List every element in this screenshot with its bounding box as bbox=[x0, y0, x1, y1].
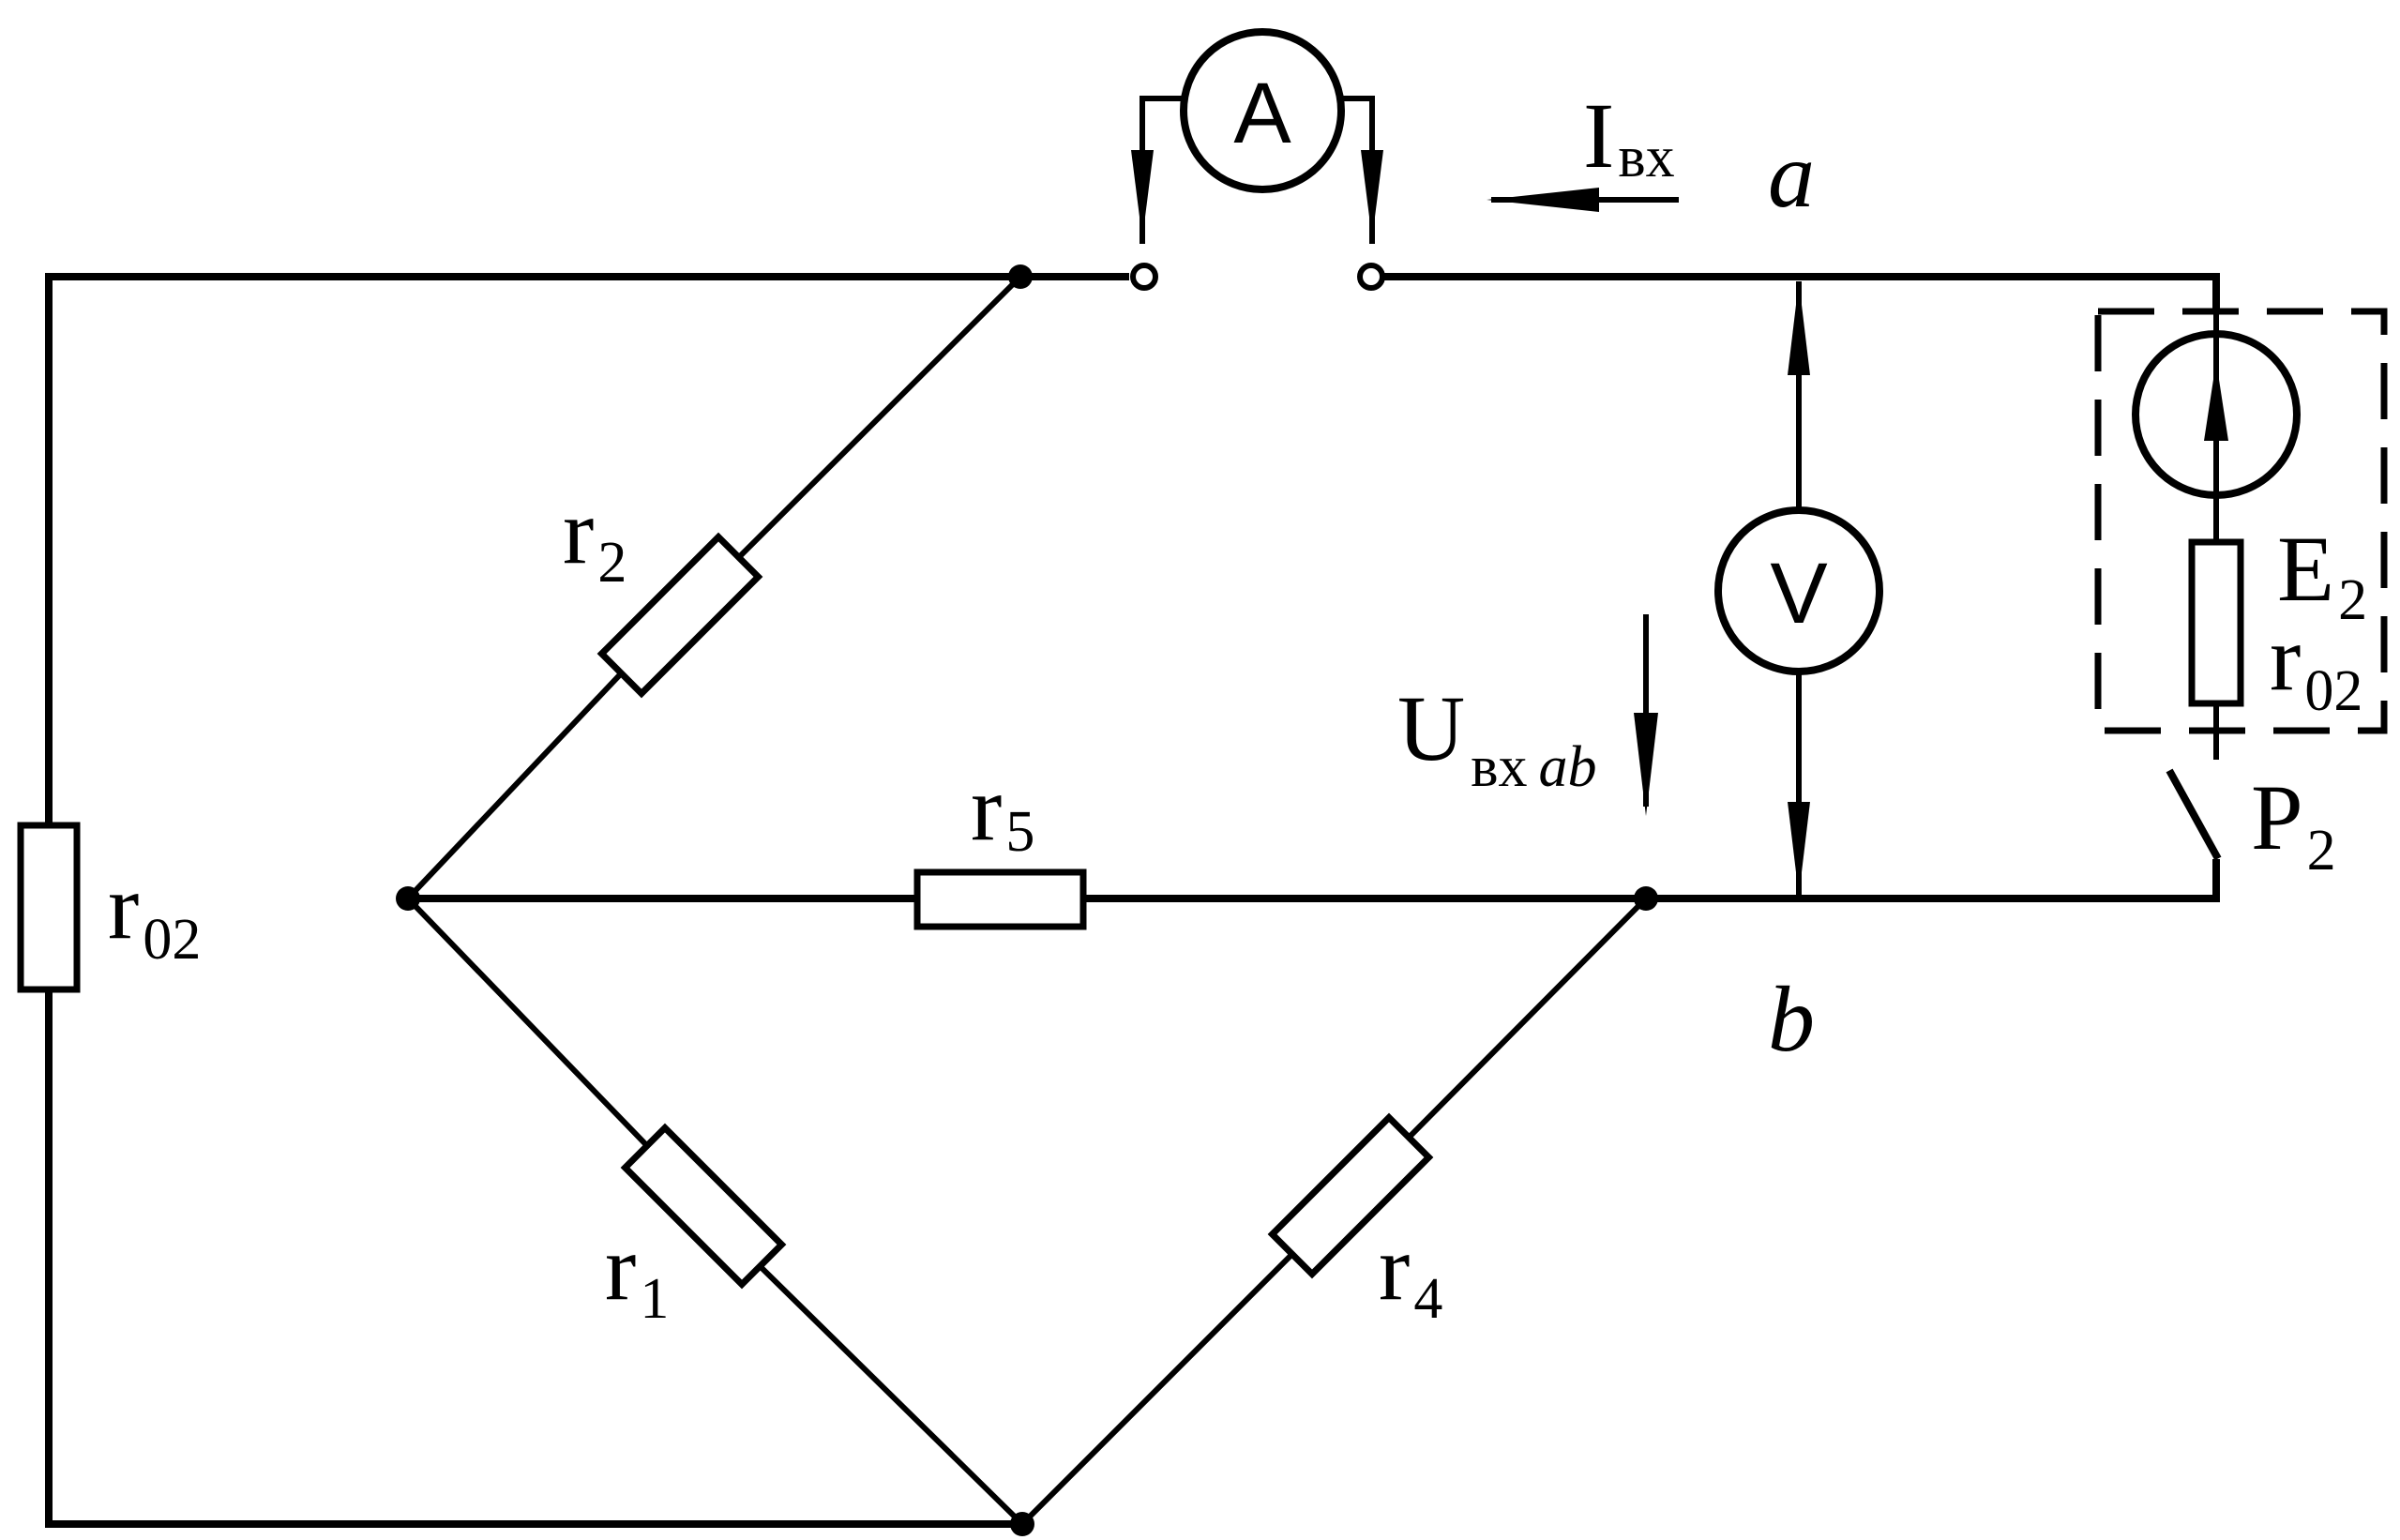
source-dashed-box bbox=[2094, 308, 2388, 734]
ammeter-label: A bbox=[1233, 66, 1291, 161]
ammeter: A bbox=[1180, 28, 1345, 193]
node-a-label: a bbox=[1768, 123, 1815, 227]
wire-left-bottom bbox=[45, 986, 1026, 1528]
resistor-r02-left bbox=[17, 822, 81, 993]
ammeter-arrow-left bbox=[1131, 150, 1154, 239]
current-label: Iвх bbox=[1583, 83, 1675, 189]
node-bottom bbox=[1010, 1512, 1034, 1536]
wire-r4-bottom bbox=[1019, 1245, 1302, 1527]
r02-right-label: r02 bbox=[2270, 606, 2362, 723]
wire-r1-top bbox=[405, 896, 659, 1158]
switch-p2-blade bbox=[2166, 768, 2222, 861]
current-arrowhead bbox=[1487, 188, 1599, 212]
wire-r2-top bbox=[731, 274, 1023, 566]
terminal-left bbox=[1130, 263, 1158, 291]
wire-r1-bottom bbox=[747, 1254, 1025, 1527]
source-e2-arrowhead bbox=[2204, 361, 2228, 441]
ammeter-arrow-right bbox=[1361, 150, 1383, 239]
voltmeter-arrow-bottom bbox=[1788, 802, 1810, 896]
voltmeter-label: V bbox=[1770, 546, 1827, 642]
resistor-r1 bbox=[620, 1123, 787, 1290]
wire-top-left bbox=[45, 273, 1024, 829]
terminal-right bbox=[1357, 263, 1385, 291]
voltmeter-branch: V bbox=[1714, 281, 1883, 896]
r5-label: r5 bbox=[971, 756, 1034, 864]
resistor-r02-right bbox=[2188, 538, 2244, 707]
e2-label: E2 bbox=[2277, 517, 2367, 632]
wire-r4-top bbox=[1399, 896, 1649, 1147]
resistor-r5 bbox=[913, 868, 1087, 930]
wire-top-right bbox=[1382, 273, 2220, 313]
voltage-arrowhead bbox=[1634, 713, 1658, 816]
p2-label: P2 bbox=[2251, 765, 2336, 883]
voltmeter-arrow-top bbox=[1788, 281, 1810, 375]
node-b-label: b bbox=[1768, 967, 1815, 1071]
wire-r2-bottom bbox=[405, 665, 629, 901]
node-right bbox=[1634, 886, 1658, 911]
node-left bbox=[396, 886, 420, 911]
source-e2-block: E2 r02 bbox=[2094, 308, 2388, 760]
wires bbox=[45, 96, 2220, 1528]
node-top bbox=[1008, 264, 1033, 289]
voltmeter-circle bbox=[1714, 506, 1883, 675]
ammeter-circle bbox=[1180, 28, 1345, 193]
r02-left-label: r02 bbox=[108, 854, 201, 972]
r1-label: r1 bbox=[605, 1215, 669, 1331]
r4-label: r4 bbox=[1379, 1215, 1442, 1331]
resistor-r2 bbox=[596, 532, 763, 699]
resistor-r4 bbox=[1267, 1112, 1434, 1279]
r2-label: r2 bbox=[563, 479, 626, 595]
